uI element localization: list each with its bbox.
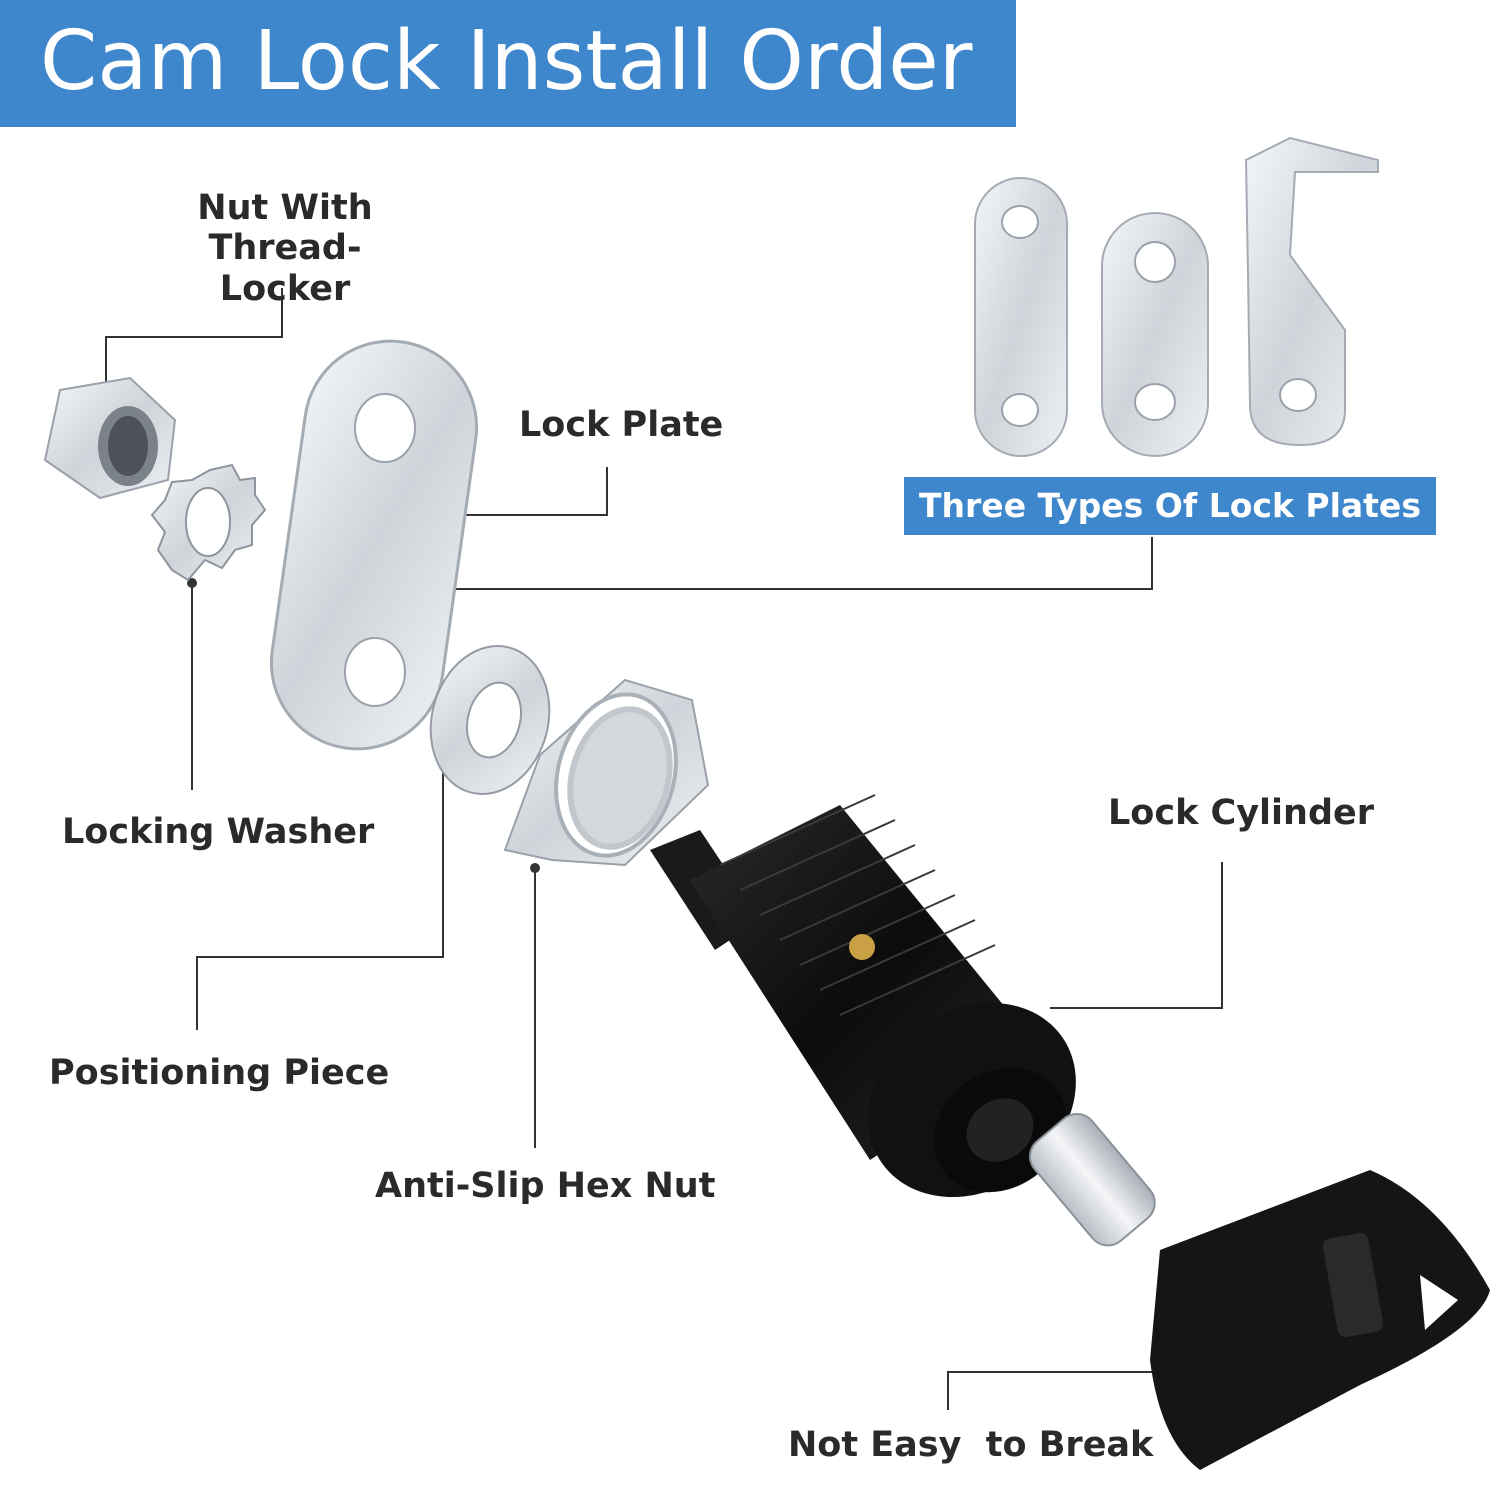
lock-plate-label: Lock Plate [519, 405, 724, 445]
positioning-piece-icon [429, 645, 551, 795]
lock-plate-icon [269, 339, 479, 751]
key-icon [1029, 1112, 1490, 1470]
page-title: Cam Lock Install Order [40, 14, 973, 109]
plates-tag: Three Types Of Lock Plates [904, 477, 1436, 535]
positioning-piece-label: Positioning Piece [49, 1053, 390, 1093]
lock-cylinder-label: Lock Cylinder [1108, 793, 1375, 833]
nut-label: Nut With Thread-Locker [197, 188, 373, 309]
lock-nut-icon [43, 376, 177, 500]
straight-plate-icon [1101, 212, 1209, 457]
plates-tag-label: Three Types Of Lock Plates [919, 486, 1421, 525]
star-washer-icon [150, 463, 267, 582]
title-banner: Cam Lock Install Order [0, 0, 1016, 127]
hex-nut-label: Anti-Slip Hex Nut [375, 1166, 716, 1206]
hex-nut-icon [503, 678, 710, 867]
straight-plate-icon [974, 177, 1068, 457]
key-label: Not Easy to Break [788, 1425, 1154, 1465]
angled-hook-plate-icon [1244, 136, 1379, 447]
locking-washer-label: Locking Washer [62, 812, 375, 852]
